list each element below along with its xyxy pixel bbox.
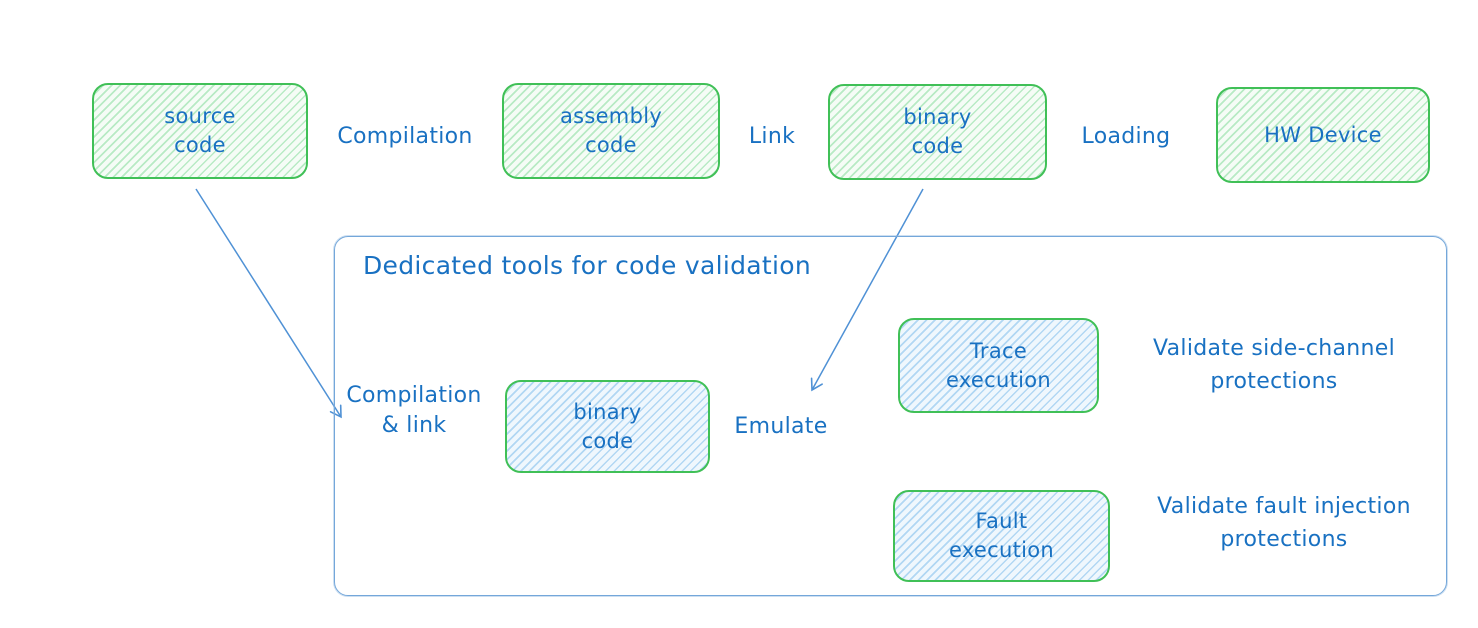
binary-code-inner-label: binary code <box>573 399 642 453</box>
source-code-label: source code <box>164 104 236 157</box>
fault-execution-box: Fault execution <box>893 490 1110 582</box>
binary-code-top-box: binary code <box>828 84 1047 180</box>
compilation-and-link-label: Compilation & link <box>346 383 482 438</box>
hw-device-box: HW Device <box>1216 87 1430 183</box>
assembly-code-label: assembly code <box>559 104 663 157</box>
binary-code-inner-box: binary code <box>505 380 710 473</box>
validate-side-channel-note: Validate side-channel protections <box>1152 336 1395 394</box>
loading-label: Loading <box>1081 124 1171 149</box>
link-label: Link <box>748 124 796 149</box>
source-code-box: source code <box>92 83 308 179</box>
fault-execution-label: Fault execution <box>948 509 1055 562</box>
emulate-label: Emulate <box>734 414 828 439</box>
trace-execution-label: Trace execution <box>945 338 1052 392</box>
binary-code-top-label: binary code <box>903 105 972 158</box>
hw-device-label: HW Device <box>1264 122 1382 147</box>
trace-execution-box: Trace execution <box>898 318 1099 413</box>
arrow-source-to-compilation-link <box>195 188 342 419</box>
assembly-code-box: assembly code <box>502 83 720 179</box>
validation-tools-frame <box>334 236 1447 596</box>
validation-tools-title: Dedicated tools for code validation <box>363 251 811 280</box>
validate-fault-injection-note: Validate fault injection protections <box>1157 494 1411 552</box>
compilation-label: Compilation <box>337 124 473 149</box>
